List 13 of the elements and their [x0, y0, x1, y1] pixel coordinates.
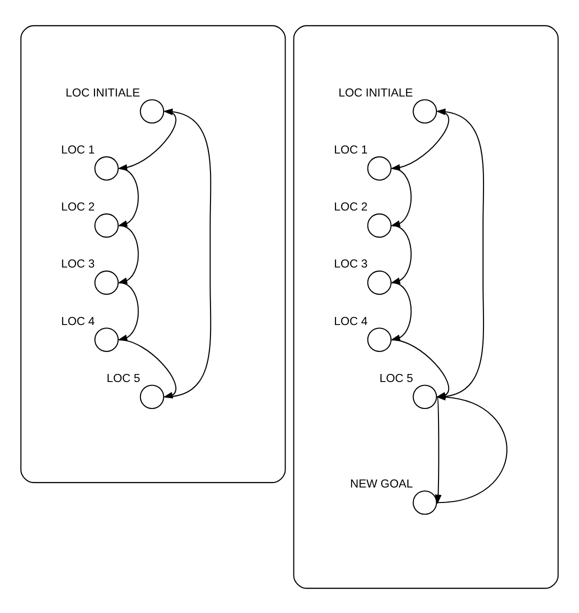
node-label: LOC 4 [334, 314, 368, 328]
node-label: LOC 5 [106, 371, 140, 384]
node-label: LOC 5 [380, 371, 414, 384]
node-label: LOC 3 [334, 257, 368, 270]
node-label: NEW GOAL [350, 477, 413, 490]
node-label: LOC 1 [334, 142, 368, 156]
node-label: LOC INITIALE [66, 86, 140, 99]
node-label: LOC INITIALE [338, 86, 413, 99]
node-label: LOC 4 [61, 314, 95, 328]
node-label: LOC 2 [61, 200, 95, 214]
node-label: LOC 1 [61, 142, 95, 156]
node-label: LOC 3 [61, 257, 95, 270]
node-label: LOC 2 [334, 200, 368, 214]
